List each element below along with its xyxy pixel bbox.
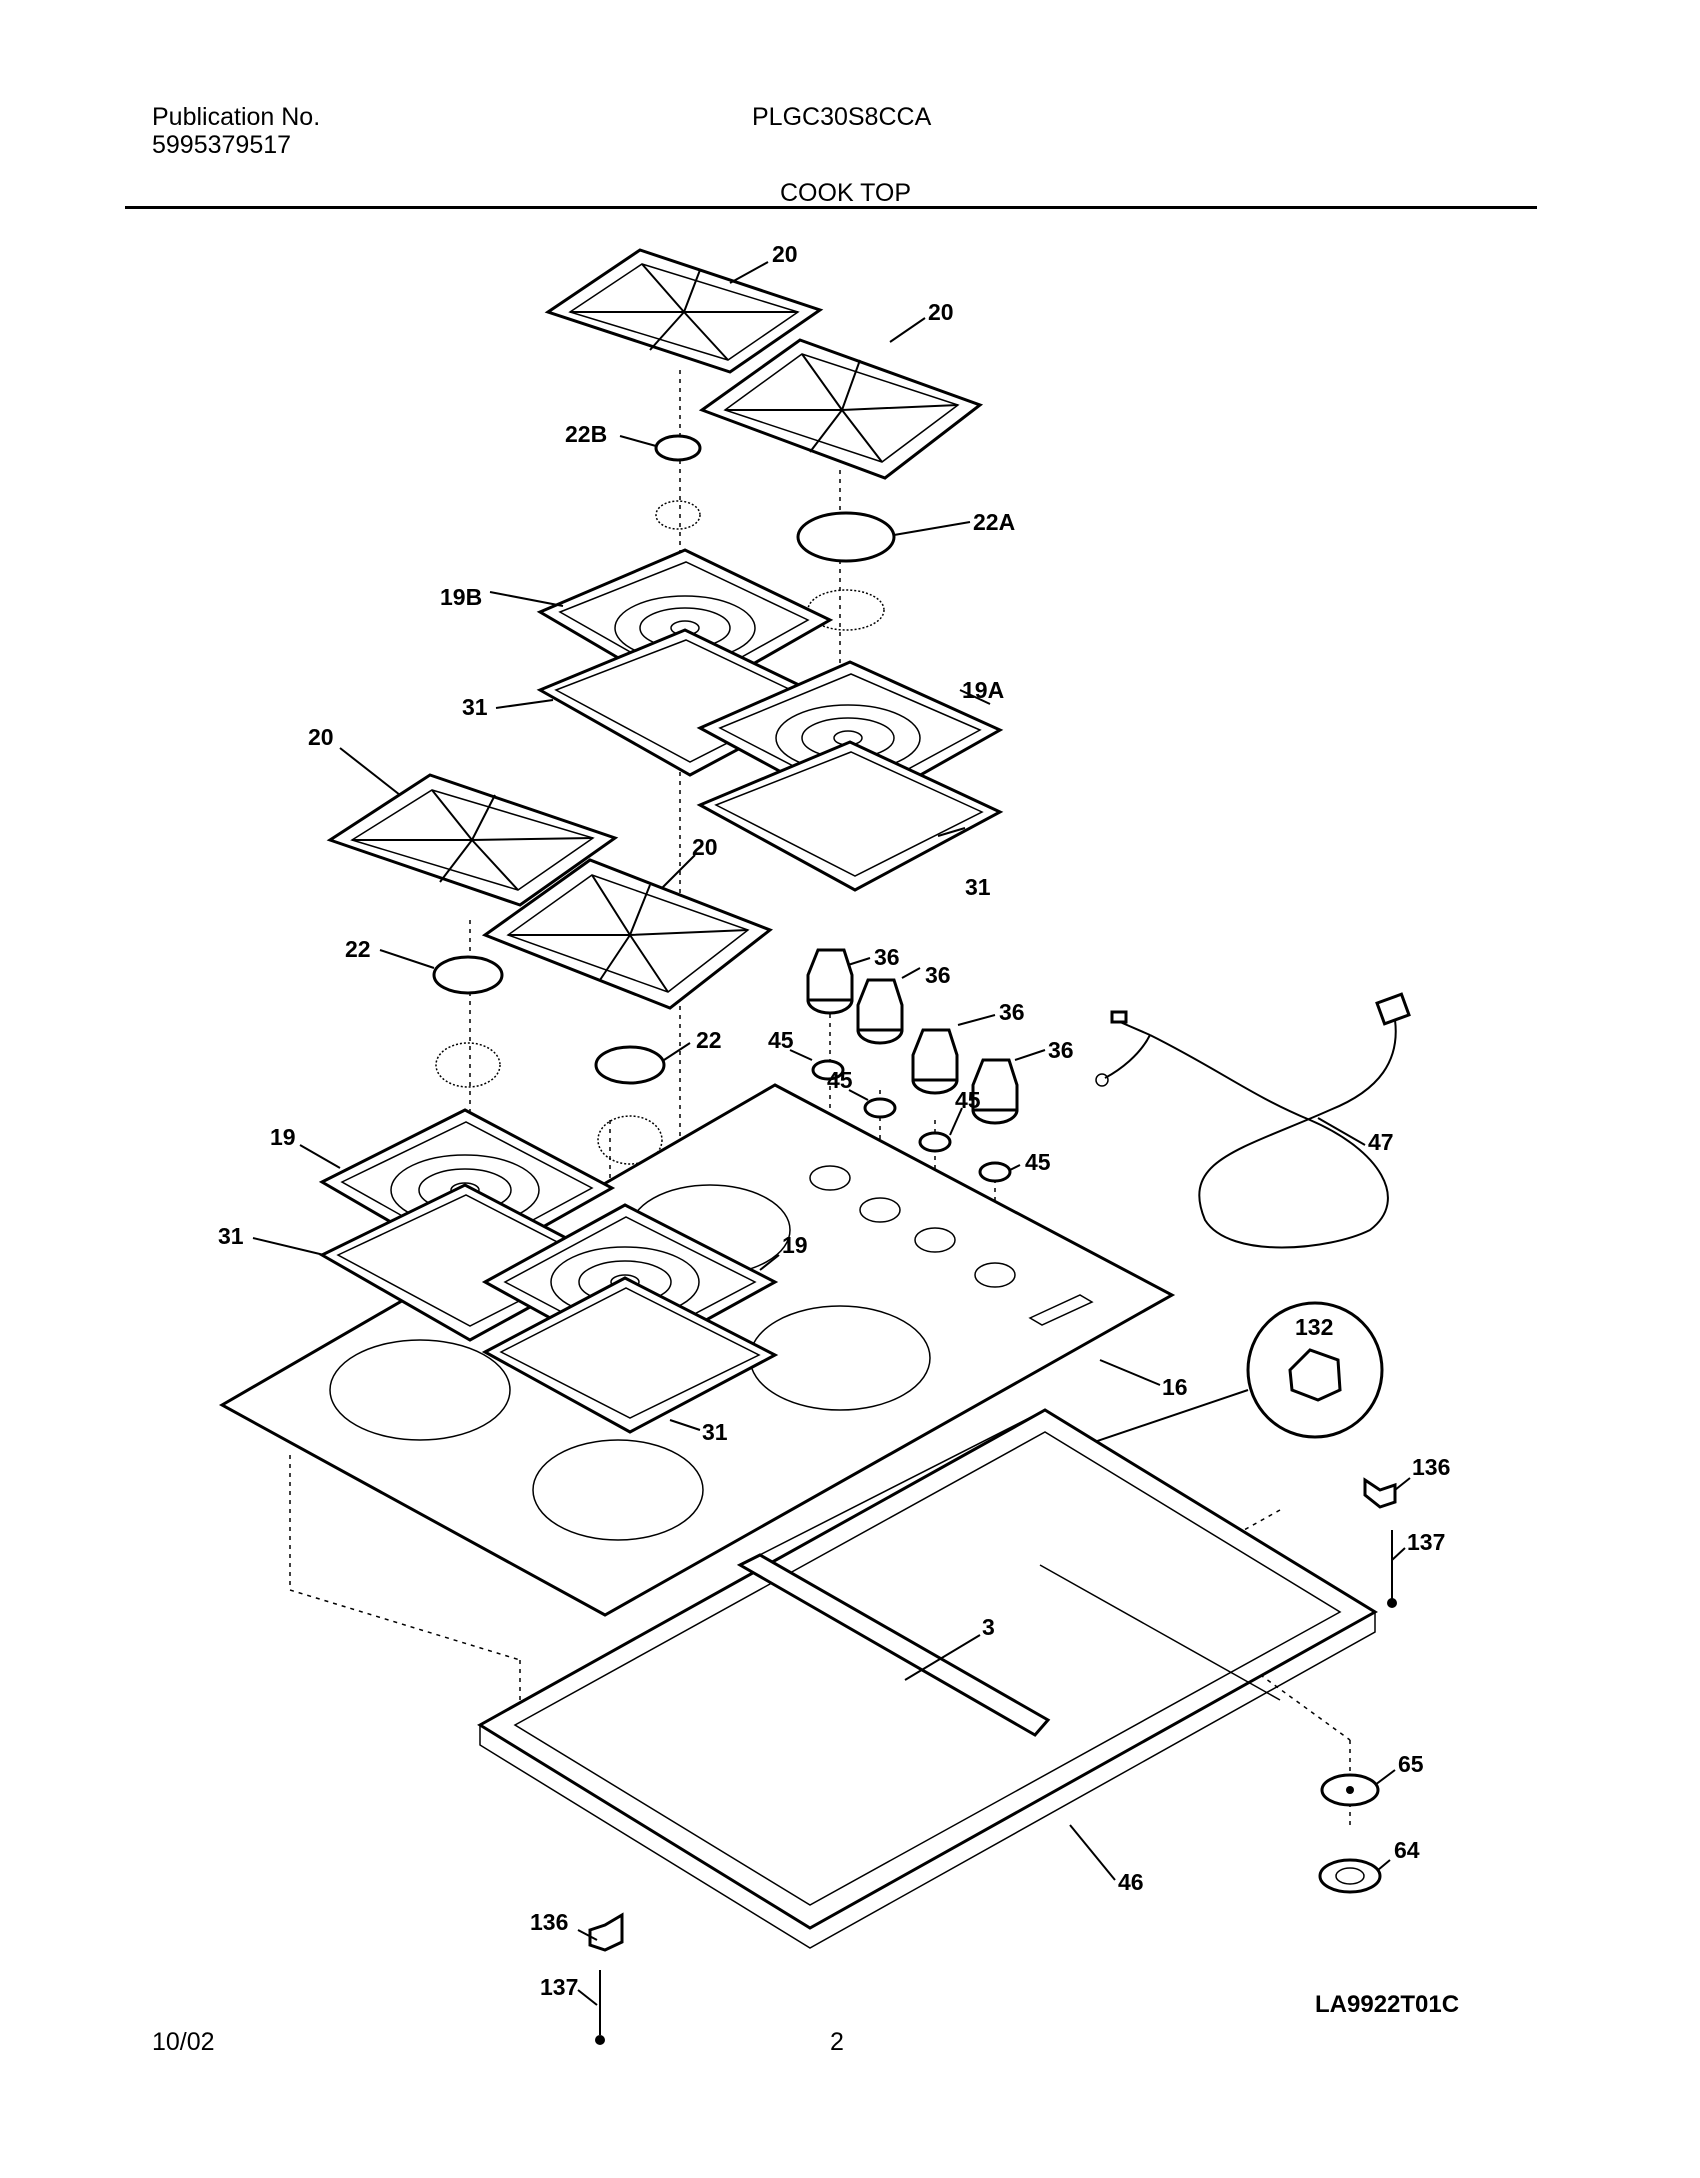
bezel-4 (978, 1161, 1012, 1183)
burner-head-front-right (597, 1115, 663, 1165)
callout-46: 46 (1118, 1869, 1144, 1895)
grate-back-right (698, 338, 984, 480)
seal-31-front-right-inner (499, 1287, 761, 1419)
screw-137-right (1387, 1530, 1397, 1608)
publication-number: 5995379517 (152, 131, 292, 159)
callout-132: 132 (1295, 1314, 1333, 1340)
callout-64: 64 (1394, 1837, 1420, 1863)
bezel-2 (863, 1097, 897, 1119)
callout-31: 31 (965, 874, 991, 900)
burner-head-back-left (655, 500, 701, 530)
frame-46 (477, 1408, 1378, 1949)
callout-20: 20 (772, 241, 798, 267)
screw-137-left (595, 1970, 605, 2045)
callout-16: 16 (1162, 1374, 1188, 1400)
model-number: PLGC30S8CCA (752, 103, 932, 131)
callout-136: 136 (1412, 1454, 1450, 1480)
seal-31-back-right (696, 740, 1004, 892)
cap-22-left (432, 955, 504, 995)
leader-lines (252, 261, 1411, 2006)
callout-20: 20 (308, 724, 334, 750)
callout-36: 36 (999, 999, 1025, 1025)
cap-22-right (594, 1045, 666, 1085)
bracket-136-left (588, 1912, 624, 1952)
callout-45: 45 (955, 1087, 981, 1113)
callout-36: 36 (925, 962, 951, 988)
callout-20: 20 (928, 299, 954, 325)
callout-137: 137 (1407, 1529, 1445, 1555)
callout-45: 45 (768, 1027, 794, 1053)
callout-31: 31 (702, 1419, 728, 1445)
callout-22: 22 (696, 1027, 722, 1053)
section-title: COOK TOP (780, 179, 912, 207)
knob-2 (856, 978, 904, 1045)
drawing-code: LA9922T01C (1315, 1991, 1459, 2018)
callout-19: 19 (782, 1232, 808, 1258)
plate-65 (1320, 1773, 1380, 1807)
callout-3: 3 (982, 1614, 995, 1640)
callout-45: 45 (1025, 1149, 1051, 1175)
plate-64 (1318, 1858, 1382, 1894)
callout-136: 136 (530, 1909, 568, 1935)
callout-47: 47 (1368, 1129, 1394, 1155)
callout-36: 36 (874, 944, 900, 970)
callout-65: 65 (1398, 1751, 1424, 1777)
callout-22a: 22A (973, 509, 1015, 535)
power-cord-47 (1095, 992, 1411, 1249)
callout-labels: 20 20 22B 22A 19B 31 19A 20 31 20 22 22 … (218, 241, 1450, 2000)
publication-label: Publication No. (152, 103, 321, 131)
bracket-136-right (1363, 1477, 1397, 1509)
knob-1 (806, 948, 854, 1015)
knob-3 (911, 1028, 959, 1095)
footer-date: 10/02 (152, 2028, 215, 2056)
burner-head-front-left (435, 1042, 501, 1088)
seal-31-front-right (481, 1276, 779, 1434)
grate-back-left (544, 248, 824, 374)
callout-22b: 22B (565, 421, 607, 447)
callout-19a: 19A (962, 677, 1004, 703)
grate-front-right (481, 858, 774, 1010)
callout-45: 45 (827, 1067, 853, 1093)
callout-36: 36 (1048, 1037, 1074, 1063)
seal-31-back-right-inner (714, 751, 984, 877)
callout-20: 20 (692, 834, 718, 860)
knob-4 (971, 1058, 1019, 1125)
cap-22a (796, 511, 896, 563)
callout-31: 31 (462, 694, 488, 720)
bezel-1 (811, 1059, 845, 1081)
callout-19b: 19B (440, 584, 482, 610)
bezel-3 (918, 1131, 952, 1153)
callout-22: 22 (345, 936, 371, 962)
page-number: 2 (830, 2028, 844, 2056)
grate-front-left (326, 773, 619, 907)
callout-31: 31 (218, 1223, 244, 1249)
callout-19: 19 (270, 1124, 296, 1150)
cap-22b (654, 434, 702, 462)
header-rule (125, 206, 1537, 209)
callout-137: 137 (540, 1974, 578, 2000)
